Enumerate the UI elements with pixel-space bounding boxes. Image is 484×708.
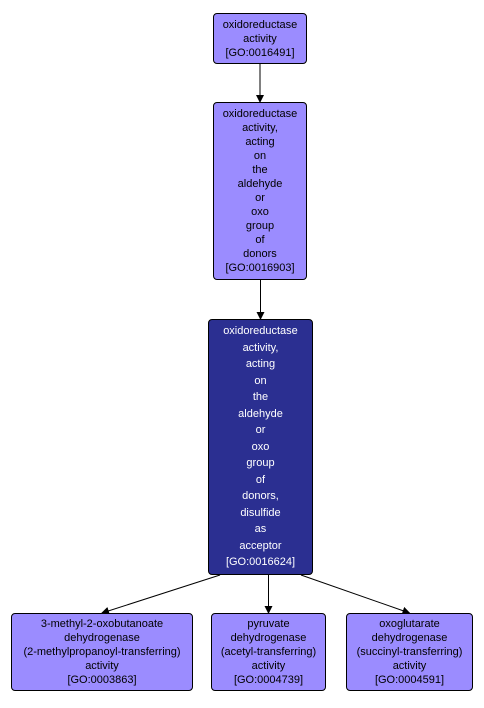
node-label-line: dehydrogenase	[371, 632, 448, 644]
node-label-line: oxidoreductase	[223, 325, 298, 338]
node-label-line: oxo	[251, 206, 269, 218]
node-label-line: donors,	[242, 490, 279, 503]
node-go-0016903[interactable]: oxidoreductase activity, acting on the aldehy…	[213, 102, 307, 280]
node-label-line: activity	[392, 660, 427, 672]
go-id-label: [GO:0016491]	[225, 46, 295, 59]
node-label-line: on	[253, 150, 267, 162]
node-label-line: oxo	[251, 440, 270, 453]
node-text: pyruvate dehydrogenase (acetyl-transferrin…	[221, 617, 316, 673]
go-id-label: [GO:0016624]	[225, 556, 296, 569]
node-label-line: oxoglutarate	[379, 618, 440, 630]
node-label-line: acting	[245, 358, 276, 371]
node-label-line: activity,	[242, 341, 279, 354]
node-label-line: the	[252, 164, 268, 176]
node-label-line: of	[255, 473, 266, 486]
go-id-label: [GO:0016903]	[225, 262, 295, 274]
node-label-line: as	[254, 523, 267, 536]
node-label-line: group	[245, 220, 275, 232]
node-label-line: oxidoreductase	[222, 108, 298, 120]
node-text: oxidoreductase activity, acting on the aldehy…	[223, 323, 298, 554]
go-id-label: [GO:0003863]	[67, 674, 137, 686]
node-label-line: the	[252, 391, 269, 404]
node-go-0016624[interactable]: oxidoreductase activity, acting on the aldehy…	[208, 319, 313, 575]
node-label-line: pyruvate	[247, 618, 290, 630]
node-label-line: 3-methyl-2-oxobutanoate	[40, 618, 164, 630]
node-label-line: group	[246, 457, 275, 470]
node-label-line: (succinyl-transferring)	[356, 646, 463, 658]
node-label-line: acceptor	[239, 539, 282, 552]
node-label-line: activity	[85, 660, 119, 672]
node-label-line: disulfide	[240, 506, 281, 519]
node-label-line: acting	[245, 136, 275, 148]
node-label-line: dehydrogenase	[64, 632, 140, 644]
node-label-line: dehydrogenase	[230, 632, 307, 644]
go-id-label: [GO:0004591]	[374, 674, 445, 686]
node-label-line: (acetyl-transferring)	[220, 646, 317, 658]
node-label-line: aldehyde	[238, 407, 283, 420]
node-label-line: (2-methylpropanoyl-transferring)	[23, 646, 181, 658]
edge-n16624-n4591	[300, 574, 411, 615]
node-go-0004739[interactable]: pyruvate dehydrogenase (acetyl-transferrin…	[211, 613, 326, 691]
node-label-line: on	[254, 374, 267, 387]
node-go-0004591[interactable]: oxoglutarate dehydrogenase (succinyl-trans…	[346, 613, 473, 691]
node-label-line: or	[255, 424, 266, 437]
node-label-line: or	[255, 192, 265, 204]
node-text: oxoglutarate dehydrogenase (succinyl-trans…	[357, 617, 463, 673]
edge-n16624-n3863	[101, 574, 221, 615]
node-label-line: aldehyde	[237, 178, 283, 190]
node-label-line: of	[255, 234, 265, 246]
go-id-label: [GO:0004739]	[233, 674, 304, 686]
node-label-line: activity,	[242, 122, 278, 134]
node-text: oxidoreductase activity, acting on the aldehy…	[223, 107, 298, 261]
node-label-line: activity	[251, 660, 286, 672]
node-label-line: oxidoreductase	[222, 18, 298, 31]
node-go-0003863[interactable]: 3-methyl-2-oxobutanoate dehydrogenase (2-m…	[11, 613, 193, 691]
node-text: 3-methyl-2-oxobutanoate dehydrogenase (2-m…	[23, 617, 180, 673]
node-label-line: donors	[243, 248, 277, 260]
node-label-line: activity	[243, 32, 277, 45]
